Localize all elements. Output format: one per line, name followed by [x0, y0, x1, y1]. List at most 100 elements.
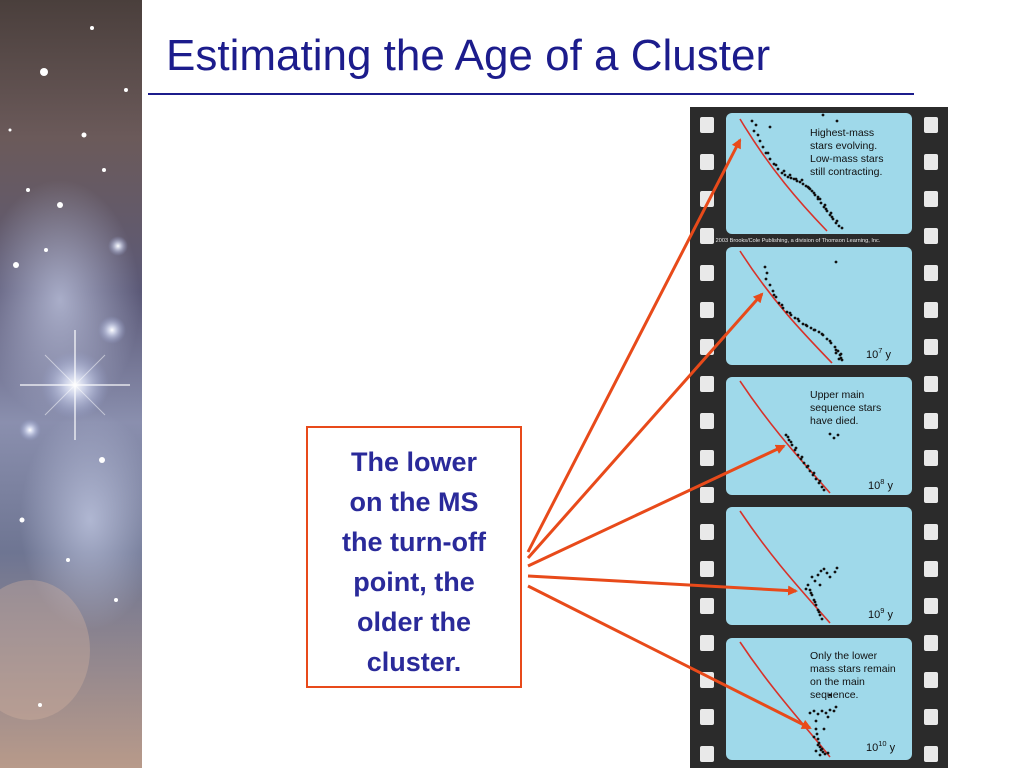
star-points — [784, 432, 840, 492]
callout-line: cluster. — [366, 647, 462, 677]
star-dot — [828, 575, 832, 579]
star-dot — [812, 735, 816, 739]
star-dot — [774, 163, 778, 167]
star-dot — [783, 173, 787, 177]
star-dot — [784, 433, 788, 437]
sprocket-hole — [924, 450, 938, 466]
star-dot — [801, 322, 805, 326]
sprocket-hole — [924, 228, 938, 244]
star-dot — [752, 129, 756, 133]
sprocket-hole — [924, 265, 938, 281]
star-dot — [810, 189, 814, 193]
star-dot — [819, 201, 823, 205]
sprocket-hole — [700, 302, 714, 318]
star-dot — [814, 727, 818, 731]
hr-frame-2: 107 y — [726, 247, 912, 365]
star-dot — [764, 151, 768, 155]
frame-age: 1010 y — [866, 739, 896, 754]
star-dot — [818, 197, 822, 201]
star-dot — [786, 435, 790, 439]
star-dot — [840, 226, 844, 230]
star-dot — [820, 485, 824, 489]
star-dot — [764, 277, 768, 281]
sprocket-hole — [700, 672, 714, 688]
star-dot — [768, 157, 772, 161]
star-dot — [830, 215, 834, 219]
star-dot — [808, 588, 812, 592]
star-dot — [816, 197, 820, 201]
star-dot — [836, 433, 840, 437]
star-dot — [794, 446, 798, 450]
star-points — [804, 566, 839, 621]
main-sequence-line — [739, 250, 833, 364]
star-dot — [768, 283, 772, 287]
star-dot — [813, 579, 817, 583]
frame-background — [726, 247, 912, 365]
sprocket-hole — [700, 709, 714, 725]
star-dot — [835, 219, 839, 223]
frame-note: Highest-mass stars evolving. Low-mass st… — [810, 127, 886, 178]
star-dot — [780, 303, 784, 307]
sprocket-hole — [700, 561, 714, 577]
star-dot — [820, 332, 824, 336]
star-dot — [816, 743, 820, 747]
star-dot — [788, 173, 792, 177]
star-dot — [796, 453, 800, 457]
hr-frame-4: 109 y — [726, 507, 912, 625]
frame-note: Upper main sequence stars have died. — [810, 389, 884, 427]
sprocket-hole — [924, 487, 938, 503]
sprocket-hole — [700, 154, 714, 170]
star-dot — [790, 443, 794, 447]
star-dot — [818, 753, 822, 757]
star-dot — [798, 180, 802, 184]
sprocket-hole — [924, 339, 938, 355]
sprocket-hole — [924, 524, 938, 540]
star-dot — [837, 224, 841, 228]
star-dot — [781, 306, 785, 310]
star-dot — [824, 711, 828, 715]
sprocket-hole — [924, 117, 938, 133]
turnoff-callout-box: The lower on the MS the turn-off point, … — [306, 426, 522, 688]
sprocket-hole — [924, 598, 938, 614]
filmstrip-hr-diagrams: Highest-mass stars evolving. Low-mass st… — [690, 107, 948, 768]
sprocket-hole — [924, 376, 938, 392]
sprocket-hole — [700, 746, 714, 762]
sprocket-hole — [700, 117, 714, 133]
frame-age: 108 y — [868, 477, 893, 492]
star-dot — [821, 113, 825, 117]
star-dot — [765, 271, 769, 275]
star-dot — [837, 357, 841, 361]
star-dot — [792, 177, 796, 181]
star-dot — [816, 195, 820, 199]
star-dot — [840, 358, 844, 362]
star-dot — [789, 440, 793, 444]
star-dot — [828, 693, 832, 697]
star-dot — [814, 719, 818, 723]
callout-text: The lower on the MS the turn-off point, … — [308, 442, 520, 682]
star-dot — [815, 732, 819, 736]
sprocket-hole — [924, 561, 938, 577]
star-dot — [756, 133, 760, 137]
star-dot — [819, 569, 823, 573]
star-dot — [800, 178, 804, 182]
star-dot — [800, 455, 804, 459]
star-dot — [822, 488, 826, 492]
star-dot — [806, 464, 810, 468]
star-dot — [832, 436, 836, 440]
star-dot — [818, 583, 822, 587]
star-dot — [816, 737, 820, 741]
frame-note: Only the lower mass stars remain on the … — [810, 650, 899, 701]
star-dot — [825, 337, 829, 341]
star-dot — [826, 715, 830, 719]
callout-line: point, the — [353, 567, 475, 597]
star-dot — [822, 727, 826, 731]
star-dot — [816, 712, 820, 716]
frame-age: 109 y — [868, 606, 893, 621]
star-dot — [820, 747, 824, 751]
callout-line: on the MS — [349, 487, 479, 517]
star-dot — [816, 573, 820, 577]
sprocket-hole — [924, 709, 938, 725]
star-dot — [780, 171, 784, 175]
star-dot — [771, 289, 775, 293]
sprocket-hole — [700, 265, 714, 281]
